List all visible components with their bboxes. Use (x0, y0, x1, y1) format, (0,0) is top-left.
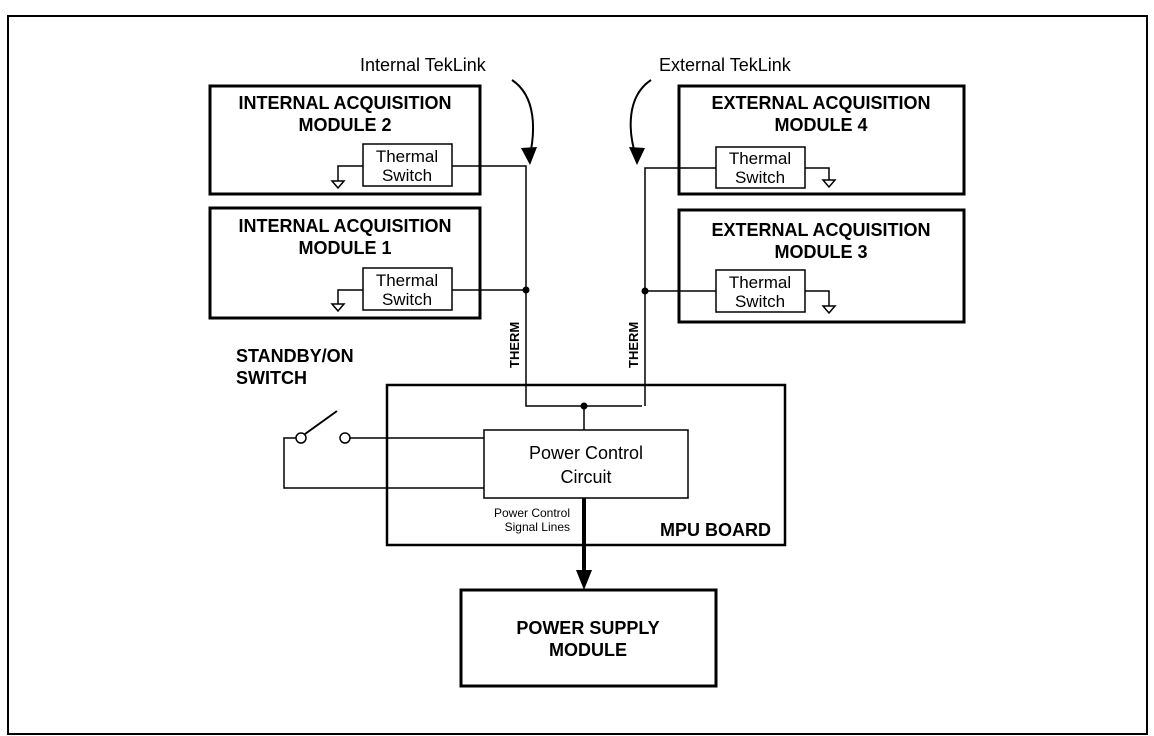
external-teklink-arrowhead (629, 147, 645, 165)
signal-lines-label: Signal Lines (505, 520, 570, 534)
svg-text:Switch: Switch (382, 166, 432, 185)
internal-acquisition-module-1: INTERNAL ACQUISITION MODULE 1 Thermal Sw… (208, 206, 482, 320)
svg-text:INTERNAL ACQUISITION: INTERNAL ACQUISITION (238, 216, 451, 236)
ground-icon (330, 303, 346, 313)
svg-text:Switch: Switch (382, 290, 432, 309)
therm-label-internal: THERM (507, 322, 522, 368)
svg-text:Thermal: Thermal (729, 273, 791, 292)
figure-frame (7, 15, 1148, 735)
svg-text:POWER SUPPLY: POWER SUPPLY (516, 618, 659, 638)
svg-text:Thermal: Thermal (729, 149, 791, 168)
ground-icon (821, 179, 837, 189)
standby-switch-label: SWITCH (236, 368, 307, 388)
internal-acquisition-module-2: INTERNAL ACQUISITION MODULE 2 Thermal Sw… (208, 84, 482, 196)
internal-teklink-arrowhead (521, 147, 537, 165)
svg-text:INTERNAL ACQUISITION: INTERNAL ACQUISITION (238, 93, 451, 113)
external-acquisition-module-4: EXTERNAL ACQUISITION MODULE 4 Thermal Sw… (677, 84, 966, 196)
svg-text:Power Control: Power Control (529, 443, 643, 463)
svg-text:MODULE 2: MODULE 2 (298, 115, 391, 135)
power-supply-module: POWER SUPPLY MODULE (459, 588, 718, 688)
junction-dot (580, 402, 588, 410)
ground-icon (330, 180, 346, 190)
power-control-circuit: Power Control Circuit (483, 429, 689, 499)
ground-icon (821, 305, 837, 315)
internal-teklink-label: Internal TekLink (360, 55, 487, 75)
svg-text:Thermal: Thermal (376, 271, 438, 290)
svg-text:MPU BOARD: MPU BOARD (660, 520, 771, 540)
therm-wiring (452, 165, 716, 430)
thermal-switch-int1: Thermal Switch (362, 267, 453, 311)
therm-label-external: THERM (626, 322, 641, 368)
svg-text:EXTERNAL ACQUISITION: EXTERNAL ACQUISITION (711, 220, 930, 240)
external-acquisition-module-3: EXTERNAL ACQUISITION MODULE 3 Thermal Sw… (677, 208, 966, 324)
svg-text:MODULE 4: MODULE 4 (774, 115, 867, 135)
svg-text:Switch: Switch (735, 168, 785, 187)
svg-text:EXTERNAL ACQUISITION: EXTERNAL ACQUISITION (711, 93, 930, 113)
junction-dot (641, 287, 649, 295)
thermal-switch-ext3: Thermal Switch (715, 269, 806, 313)
external-teklink-label: External TekLink (659, 55, 792, 75)
thermal-switch-int2: Thermal Switch (362, 143, 453, 187)
standby-switch-symbol (283, 410, 484, 489)
svg-text:Switch: Switch (735, 292, 785, 311)
svg-text:Circuit: Circuit (560, 467, 611, 487)
svg-text:MODULE: MODULE (549, 640, 627, 660)
thermal-switch-ext4: Thermal Switch (715, 146, 806, 189)
standby-switch-label: STANDBY/ON (236, 346, 354, 366)
svg-text:Thermal: Thermal (376, 147, 438, 166)
signal-lines-label: Power Control (494, 506, 570, 520)
signal-lines-arrowhead (576, 570, 592, 590)
junction-dot (522, 286, 530, 294)
svg-text:MODULE 1: MODULE 1 (298, 238, 391, 258)
svg-text:MODULE 3: MODULE 3 (774, 242, 867, 262)
